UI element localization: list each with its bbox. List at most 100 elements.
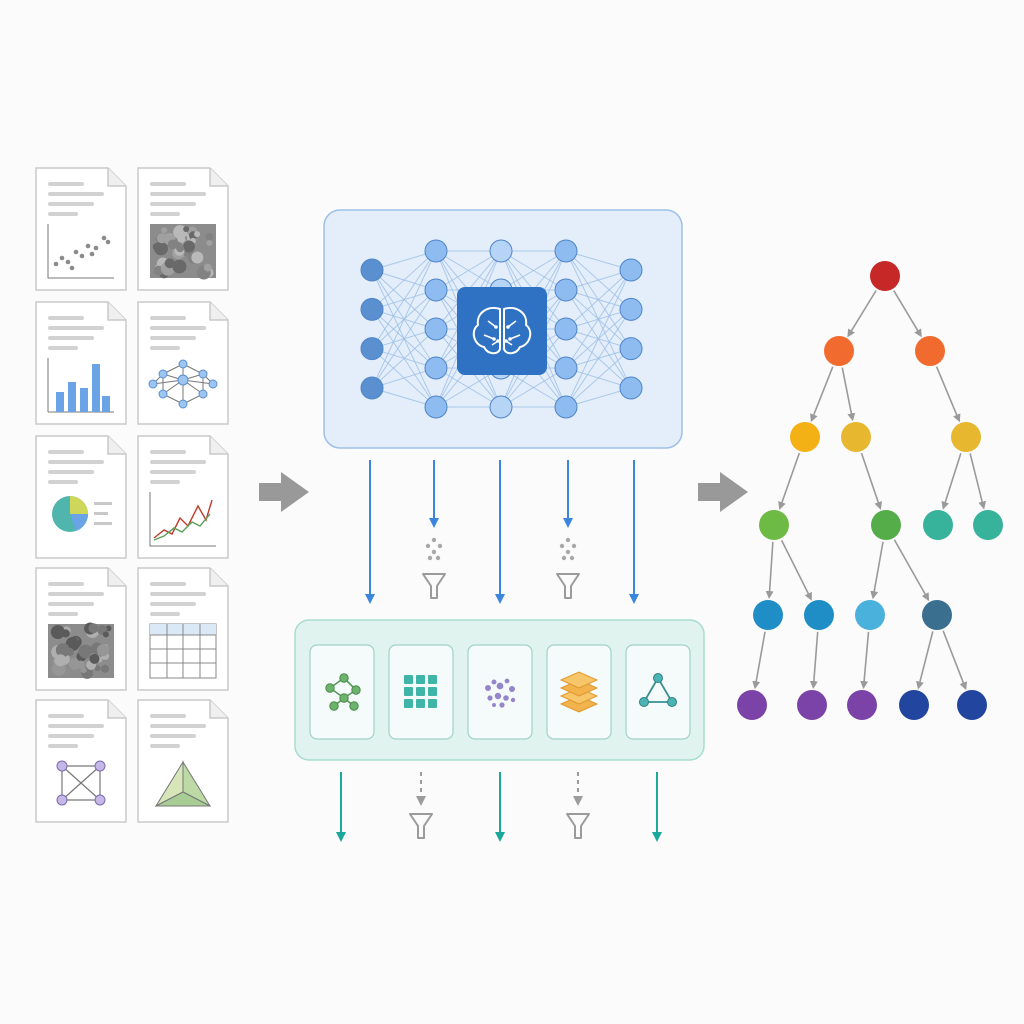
grey-dashed-arrow — [573, 772, 583, 806]
tree-node-l1 — [753, 600, 783, 630]
text-line — [48, 734, 94, 738]
network-neuron — [554, 395, 578, 419]
neural-network-panel — [323, 209, 683, 449]
text-line — [150, 724, 206, 728]
network-neuron — [554, 317, 578, 341]
document-page — [137, 167, 229, 291]
particle — [569, 555, 575, 561]
funnel-icon — [409, 813, 433, 839]
feature-card-frame — [625, 644, 691, 740]
feature-card-frame — [467, 644, 533, 740]
grid-cell — [416, 675, 425, 684]
text-line — [150, 326, 206, 330]
network-neuron — [360, 376, 384, 400]
blue-short-arrow — [563, 460, 573, 528]
grain — [50, 625, 65, 640]
text-line — [150, 602, 196, 606]
page-fold — [209, 568, 228, 587]
legend-line — [94, 512, 108, 515]
grid-cell — [404, 675, 413, 684]
page-fold — [107, 168, 126, 187]
text-line — [48, 714, 84, 718]
cluster-icon — [485, 678, 516, 708]
grey-dashed-arrow — [416, 772, 426, 806]
network-edge — [371, 250, 437, 389]
scatter-point — [105, 239, 111, 245]
tree-node-p2 — [797, 690, 827, 720]
bar — [80, 388, 88, 412]
tree-edge — [847, 290, 877, 338]
axes — [47, 224, 114, 279]
feature-card — [388, 644, 454, 740]
grain — [176, 244, 185, 253]
text-line — [48, 602, 94, 606]
particle — [571, 543, 577, 549]
page-fold — [209, 700, 228, 719]
tree-edge — [870, 541, 884, 600]
text-line — [48, 480, 78, 484]
grain — [182, 240, 195, 253]
tree-node-b1y — [973, 510, 1003, 540]
brain-circuit-node — [506, 325, 510, 329]
network-neuron — [424, 356, 448, 380]
tree-edge — [841, 367, 856, 422]
brain-circuit-node — [504, 339, 508, 343]
triangle-outline — [642, 676, 674, 703]
arrow-head — [495, 594, 505, 604]
text-line — [150, 346, 180, 350]
scatter-point — [69, 265, 75, 271]
page-outline — [137, 435, 229, 559]
bar — [102, 396, 110, 412]
blue-down-arrow — [365, 460, 375, 604]
tree-node-b — [915, 336, 945, 366]
filter-funnel — [556, 573, 580, 599]
triangle-vertex — [653, 673, 663, 683]
funnel-icon — [566, 813, 590, 839]
page-outline — [35, 167, 127, 291]
text-line — [150, 612, 180, 616]
grid-cell — [428, 699, 437, 708]
arrow-head — [429, 518, 439, 528]
tree-node-a1x — [759, 510, 789, 540]
network-neuron — [424, 278, 448, 302]
grid-icon — [404, 675, 437, 708]
grain — [94, 665, 101, 672]
particle — [561, 555, 567, 561]
grain — [78, 644, 93, 659]
network-edge — [565, 309, 632, 408]
scatter-point — [65, 259, 71, 265]
teal-down-arrow — [652, 772, 662, 842]
network-neuron — [619, 297, 643, 321]
particle — [427, 555, 433, 561]
graph-icon — [325, 673, 361, 711]
table-grid — [149, 623, 217, 679]
text-line — [150, 450, 186, 454]
layers-icon — [559, 671, 599, 713]
tree-node-root — [870, 261, 900, 291]
network-neuron — [554, 239, 578, 263]
line-chart — [149, 492, 216, 547]
square-graph — [56, 760, 106, 806]
page-outline — [137, 699, 229, 823]
scatter-point — [85, 243, 91, 249]
text-line — [150, 480, 180, 484]
grain — [194, 231, 201, 238]
cluster-point — [499, 702, 505, 708]
particle — [431, 537, 437, 543]
feature-card — [546, 644, 612, 740]
cluster-point — [510, 697, 516, 703]
brain-circuit-node — [492, 337, 496, 341]
particle — [565, 537, 571, 543]
brain-right-hemisphere — [503, 307, 532, 355]
page-fold — [107, 302, 126, 321]
pie-chart — [52, 496, 112, 532]
tree-edge — [942, 630, 968, 691]
text-line — [150, 460, 206, 464]
blue-down-arrow — [495, 460, 505, 604]
tree-node-l2 — [804, 600, 834, 630]
tree-node-a2 — [841, 422, 871, 452]
grain — [88, 623, 99, 634]
network-neuron — [360, 337, 384, 361]
brain-circuit-node — [508, 337, 512, 341]
